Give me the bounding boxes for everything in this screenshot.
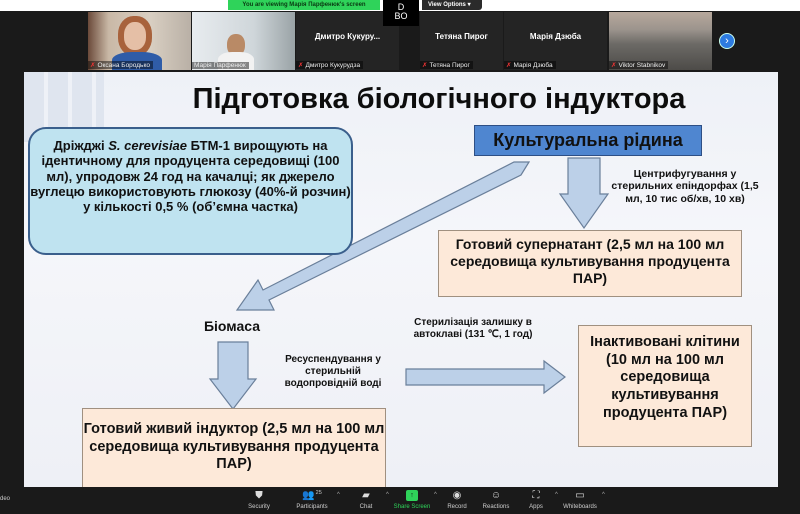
view-options-button[interactable]: View Options ▾ [422,0,482,10]
participant-tile[interactable]: ✗Оксана Бородько [88,12,191,70]
participant-name: Марія Парфенюк [192,62,249,69]
biomass-label: Біомаса [203,318,261,334]
arrow-diagonal-biomass [235,161,531,311]
arrow-down-biomass [208,341,258,410]
culture-liquid-box: Культуральна рідина [474,125,702,156]
reactions-icon: ☺ [490,490,502,501]
yeast-description-box: Дріжджі S. cerevisiae БТМ-1 вирощують на… [28,127,353,255]
participant-display-name: Марія Дзюба [529,32,582,41]
next-page-arrow-icon[interactable]: › [719,33,735,49]
participants-caret[interactable]: ^ [337,492,340,498]
participant-name: ✗Viktor Stabnikov [609,61,669,69]
video-button-label[interactable]: deo [0,496,11,502]
chat-icon: ▰ [362,490,370,501]
record-icon: ◉ [452,490,462,501]
participant-name: ✗Марія Дзюба [504,61,556,69]
inactivated-cells-box: Інактивовані клітини (10 мл на 100 мл се… [578,325,752,447]
record-button[interactable]: ◉Record [439,488,475,510]
viewing-banner: You are viewing Марія Парфенюк's screen [228,0,380,10]
shield-icon: ⛊ [255,490,263,501]
participant-display-name: Дмитро Кукуру... [314,32,381,41]
share-screen-button[interactable]: ↑Share Screen [393,490,431,510]
participant-display-name: Тетяна Пирог [435,32,488,41]
sterilization-label: Стерилізація залишку в автоклаві (131 ℃,… [413,317,533,340]
supernatant-box: Готовий супернатант (2,5 мл на 100 мл се… [438,230,742,297]
shared-slide: Підготовка біологічного індуктора Дріждж… [24,72,778,488]
whiteboards-button[interactable]: ▭Whiteboards [560,488,600,510]
participant-name: ✗Дмитро Кукурудза [296,61,364,69]
participant-tile[interactable]: ✗Viktor Stabnikov [609,12,712,70]
participant-count: 25 [315,490,322,496]
participant-name: ✗Оксана Бородько [88,61,153,69]
security-button[interactable]: ⛊Security [240,488,278,510]
participant-tile[interactable]: Марія Дзюба ✗Марія Дзюба [504,12,607,70]
share-screen-icon: ↑ [406,490,418,501]
view-options-label: View Options [428,2,466,8]
slide-title: Підготовка біологічного індуктора [192,83,686,115]
participants-icon: 👥25 [302,490,322,501]
arrow-right-sterilization [405,359,566,395]
reactions-button[interactable]: ☺Reactions [477,488,515,510]
chat-button[interactable]: ▰Chat [348,488,384,510]
participant-tile[interactable]: Марія Парфенюк [192,12,295,70]
apps-caret[interactable]: ^ [555,492,558,498]
apps-icon: ⛶ [532,490,540,501]
chat-caret[interactable]: ^ [386,492,389,498]
arrow-down-culture [558,157,610,230]
participant-name: ✗Тетяна Пирог [420,61,473,69]
participant-tile[interactable]: Тетяна Пирог ✗Тетяна Пирог [420,12,503,70]
whiteboards-caret[interactable]: ^ [602,492,605,498]
share-caret[interactable]: ^ [434,492,437,498]
centrifuge-label: Центрифугування у стерильних епіндорфах … [611,168,759,205]
whiteboard-icon: ▭ [575,490,585,501]
flow-arrows [208,157,610,410]
apps-button[interactable]: ⛶Apps [518,488,554,510]
meeting-toolbar [0,487,800,514]
live-inductor-box: Готовий живий індуктор (2,5 мл на 100 мл… [82,408,386,488]
participant-tile[interactable]: Дмитро Кукуру... ✗Дмитро Кукурудза [296,12,399,70]
resuspension-label: Ресуспендування у стерильній водопровідн… [284,354,382,389]
